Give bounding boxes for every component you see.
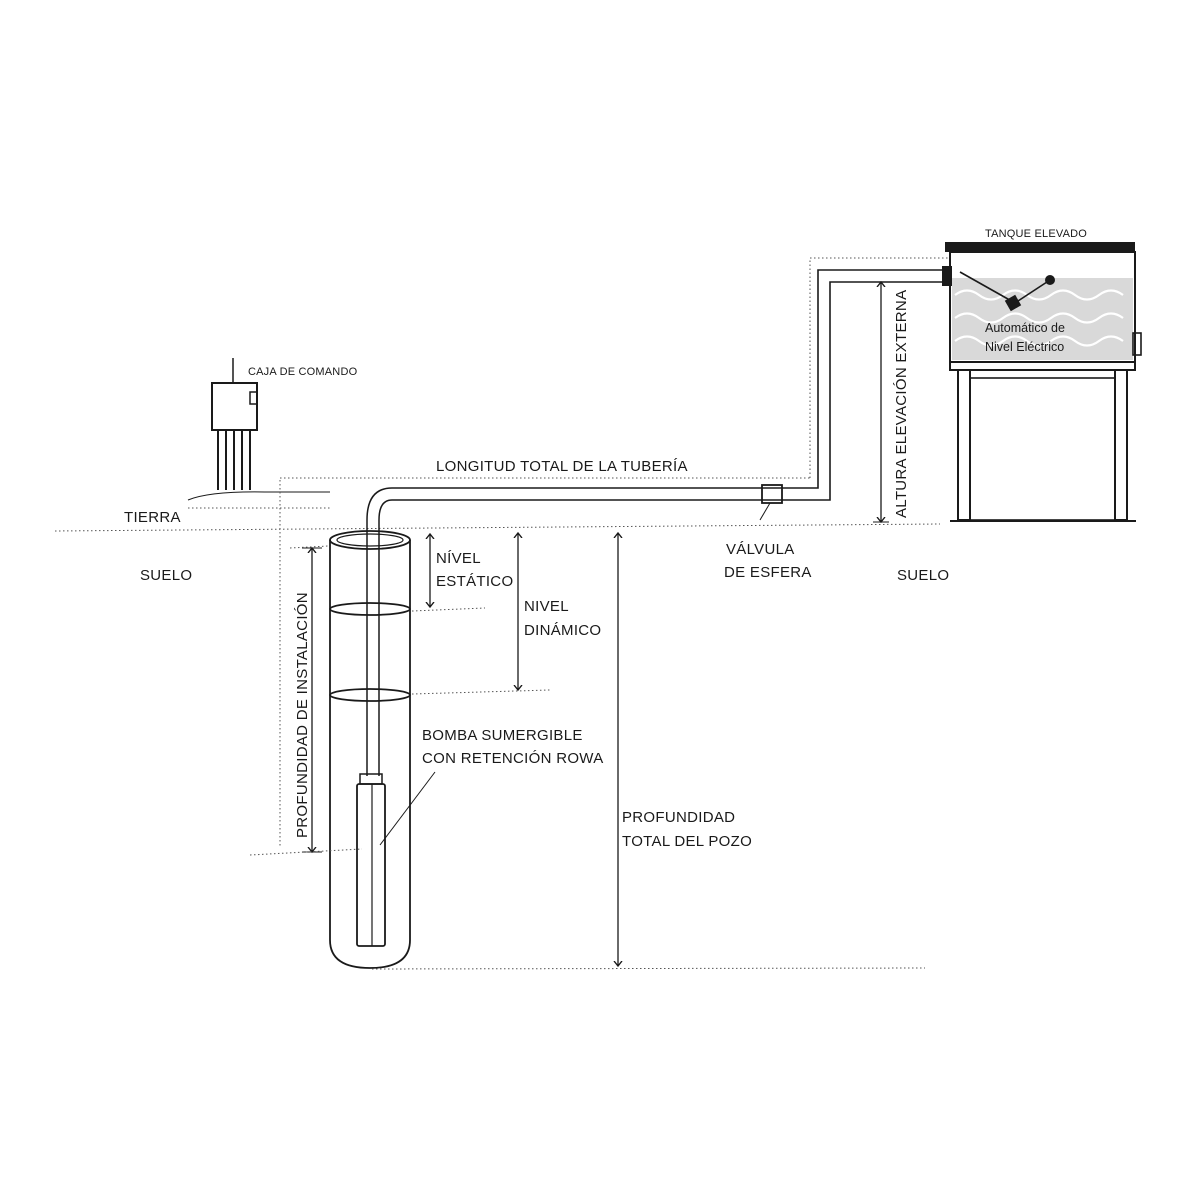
tank-tower: [949, 361, 1136, 522]
submersible-pump: [356, 487, 393, 947]
tank-lid: [945, 242, 1135, 252]
install-depth-label: PROFUNDIDAD DE INSTALACIÓN: [294, 592, 311, 838]
control-box-label: CAJA DE COMANDO: [248, 366, 358, 378]
external-height-label: ALTURA ELEVACIÓN EXTERNA: [893, 290, 910, 518]
elevated-tank: [942, 242, 1142, 522]
ball-valve-label-1: VÁLVULA: [726, 541, 795, 558]
ball-valve: [761, 484, 783, 504]
level-switch-label-2: Nivel Eléctrico: [985, 340, 1064, 354]
well-depth-label-2: TOTAL DEL POZO: [622, 833, 752, 850]
static-level-label-2: ESTÁTICO: [436, 573, 513, 590]
well-casing: [329, 530, 411, 969]
dynamic-level-label-1: NIVEL: [524, 598, 569, 615]
level-switch-label-1: Automático de: [985, 321, 1065, 335]
well-depth-label-1: PROFUNDIDAD: [622, 809, 735, 826]
tank-water-waves: [954, 289, 1124, 347]
ground-left-label: SUELO: [140, 567, 192, 584]
ground-lines: [54, 257, 950, 532]
discharge-pipe: [392, 269, 945, 521]
ball-valve-label-2: DE ESFERA: [724, 564, 812, 581]
dynamic-water-level-ring: [329, 688, 411, 702]
pump-label-2: CON RETENCIÓN ROWA: [422, 750, 604, 767]
tank-label: TANQUE ELEVADO: [985, 228, 1087, 240]
earth-label: TIERRA: [124, 509, 181, 526]
dynamic-level-label-2: DINÁMICO: [524, 622, 601, 639]
labels: TANQUE ELEVADO Automático de Nivel Eléct…: [124, 228, 1087, 850]
static-water-level-ring: [329, 602, 411, 616]
dimension-lines: [249, 282, 926, 970]
pump-label-1: BOMBA SUMERGIBLE: [422, 727, 583, 744]
control-box-cables: [217, 430, 251, 490]
level-switch: [959, 271, 1055, 312]
static-level-label-1: NÍVEL: [436, 550, 481, 567]
pipe-length-label: LONGITUD TOTAL DE LA TUBERÍA: [436, 458, 688, 475]
control-box: [211, 358, 258, 490]
ground-right-label: SUELO: [897, 567, 949, 584]
